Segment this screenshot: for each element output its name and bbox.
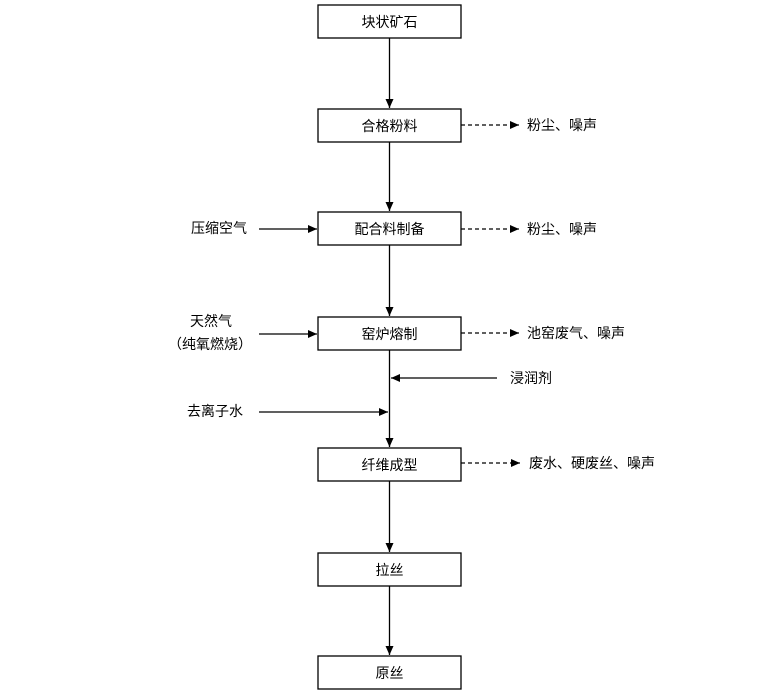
- step-fiber-forming: 纤维成型: [317, 447, 462, 482]
- step-qualified-powder: 合格粉料: [317, 108, 462, 143]
- step-furnace-melting: 窑炉熔制: [317, 316, 462, 351]
- emission-furnace-label: 池窑废气、噪声: [527, 325, 625, 342]
- step-furnace-melting-label: 窑炉熔制: [362, 326, 418, 343]
- step-fiber-forming-label: 纤维成型: [362, 458, 418, 474]
- step-qualified-powder-label: 合格粉料: [362, 119, 418, 135]
- input-compressed-air-label: 压缩空气: [191, 221, 247, 237]
- emission-forming-label: 废水、硬废丝、噪声: [529, 456, 655, 472]
- step-raw-strand: 原丝: [317, 655, 462, 690]
- step-drawing: 拉丝: [317, 552, 462, 587]
- input-natural-gas-note: （纯氧燃烧）: [168, 336, 252, 353]
- step-raw-strand-label: 原丝: [376, 666, 404, 682]
- step-lump-ore-label: 块状矿石: [362, 15, 418, 31]
- emission-batch-label: 粉尘、噪声: [527, 222, 597, 238]
- input-natural-gas-label: 天然气: [190, 313, 232, 330]
- step-batch-preparation-label: 配合料制备: [355, 221, 425, 238]
- emission-powder-label: 粉尘、噪声: [527, 118, 597, 134]
- input-deionized-water-label: 去离子水: [187, 403, 243, 420]
- step-lump-ore: 块状矿石: [317, 4, 462, 39]
- step-batch-preparation: 配合料制备: [317, 211, 462, 246]
- input-wetting-agent-label: 浸润剂: [510, 371, 552, 387]
- step-drawing-label: 拉丝: [376, 563, 404, 579]
